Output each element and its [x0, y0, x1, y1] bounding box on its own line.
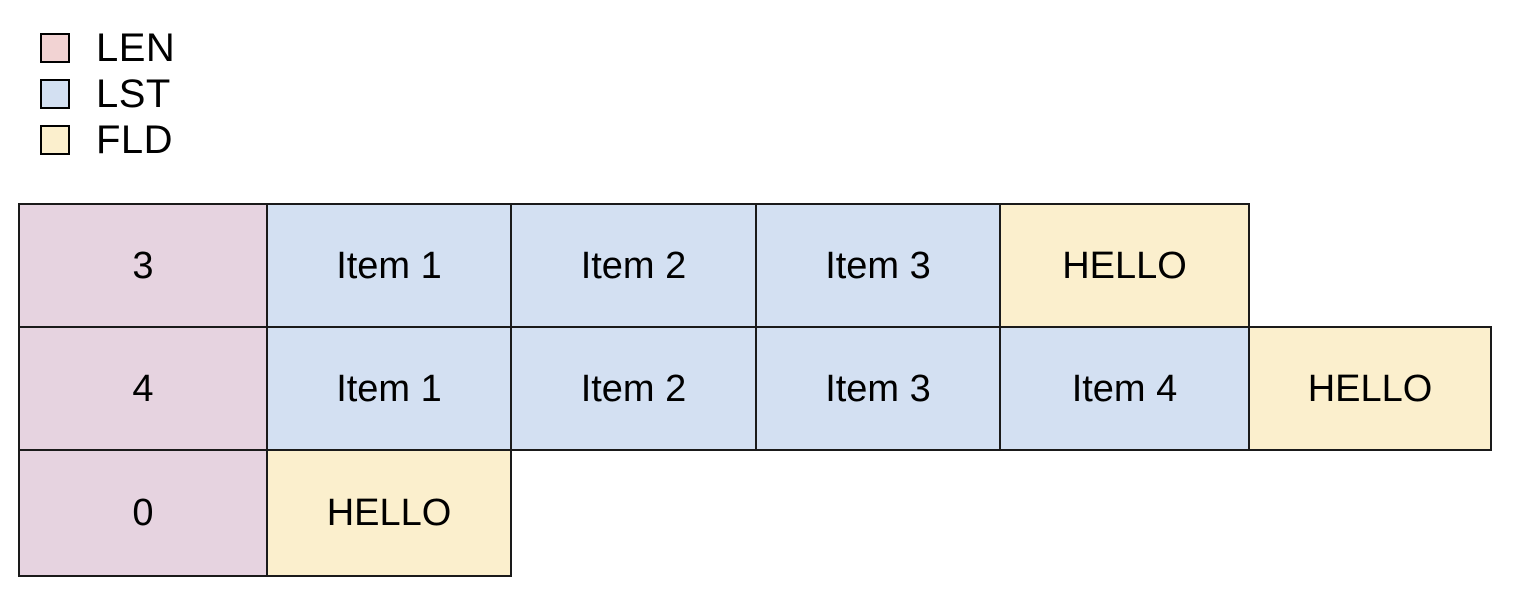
cell-lst: Item 2: [510, 326, 757, 451]
memory-layout-table: 3 Item 1 Item 2 Item 3 HELLO 4 Item 1 It…: [18, 203, 1492, 577]
legend-swatch-len-icon: [40, 33, 70, 63]
cell-len: 4: [18, 326, 268, 451]
table-row: 3 Item 1 Item 2 Item 3 HELLO: [18, 203, 1492, 328]
cell-lst: Item 3: [755, 203, 1001, 328]
legend-label-fld: FLD: [96, 118, 174, 162]
legend-item-lst: LST: [40, 71, 440, 117]
cell-lst: Item 4: [999, 326, 1250, 451]
legend-label-len: LEN: [96, 26, 176, 70]
cell-fld: HELLO: [266, 449, 512, 577]
legend-item-fld: FLD: [40, 117, 440, 163]
cell-len: 0: [18, 449, 268, 577]
cell-lst: Item 1: [266, 203, 512, 328]
legend-swatch-lst-icon: [40, 79, 70, 109]
cell-lst: Item 2: [510, 203, 757, 328]
table-row: 0 HELLO: [18, 449, 1492, 577]
legend-label-lst: LST: [96, 72, 171, 116]
legend-item-len: LEN: [40, 25, 440, 71]
legend-swatch-fld-icon: [40, 125, 70, 155]
cell-lst: Item 3: [755, 326, 1001, 451]
cell-len: 3: [18, 203, 268, 328]
cell-lst: Item 1: [266, 326, 512, 451]
cell-fld: HELLO: [999, 203, 1250, 328]
table-row: 4 Item 1 Item 2 Item 3 Item 4 HELLO: [18, 326, 1492, 451]
legend: LEN LST FLD: [40, 25, 440, 163]
cell-fld: HELLO: [1248, 326, 1492, 451]
